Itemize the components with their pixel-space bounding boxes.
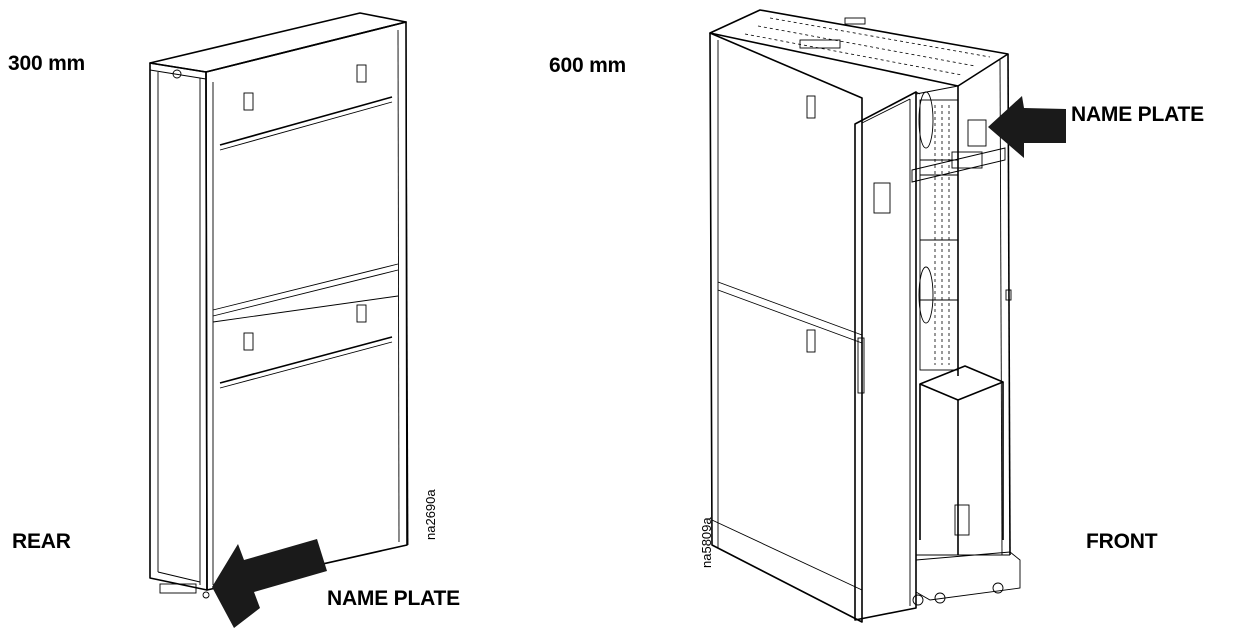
rear-rack-300mm (149, 12, 409, 599)
front-nameplate-callout: NAME PLATE (1071, 103, 1204, 126)
front-rack-600mm (709, 9, 1021, 623)
rear-nameplate-arrow (212, 539, 327, 628)
right-width-label: 600 mm (549, 54, 627, 77)
top-vent-pattern (744, 17, 991, 76)
front-view-label: FRONT (1086, 530, 1158, 553)
front-nameplate-arrow (988, 96, 1066, 158)
left-width-label: 300 mm (8, 52, 86, 75)
fan-module (918, 91, 959, 371)
rear-view-label: REAR (12, 530, 71, 553)
rear-nameplate-callout: NAME PLATE (327, 587, 460, 610)
